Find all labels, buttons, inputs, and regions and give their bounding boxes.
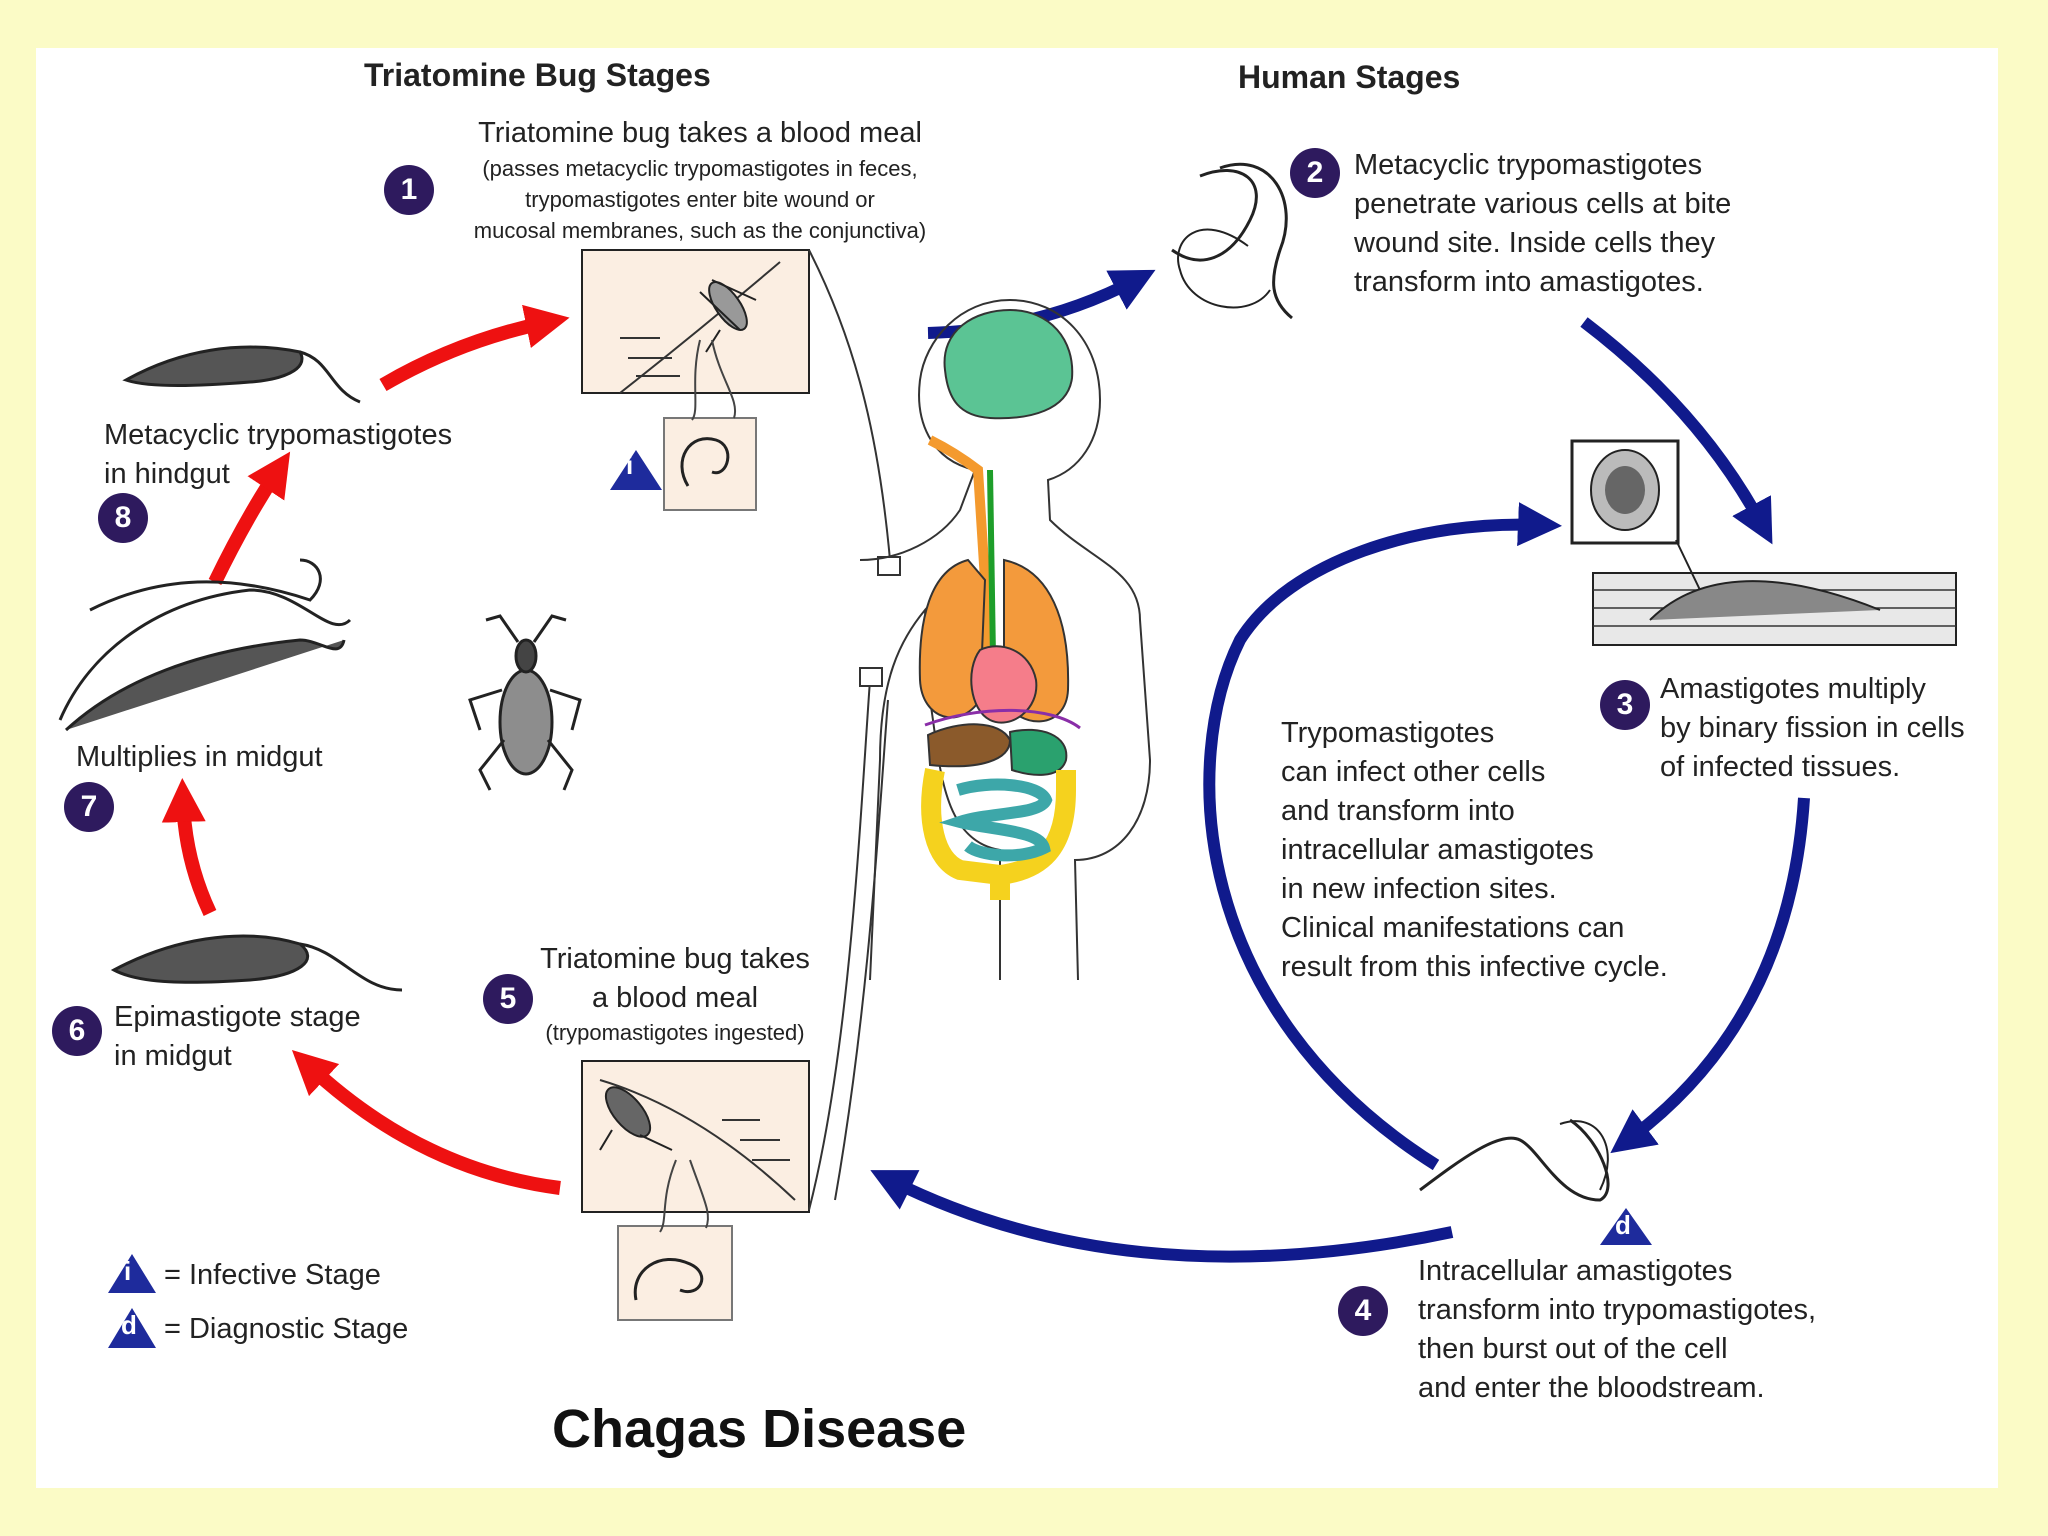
step-7-text: Multiplies in midgut xyxy=(76,741,323,773)
step-3-text: Amastigotes multiply by binary fission i… xyxy=(1660,673,1965,783)
step-5-detail: (trypomastigotes ingested) xyxy=(545,1020,805,1045)
center-infective-cycle-note: Trypomastigotes can infect other cells a… xyxy=(1281,717,1668,983)
small-intestine xyxy=(939,778,1053,862)
step-4-badge: 4 xyxy=(1338,1286,1388,1336)
triatomine-bug-icon xyxy=(468,614,582,791)
human-stages-header: Human Stages xyxy=(1238,59,1461,95)
leader-lines xyxy=(808,249,901,1211)
liver xyxy=(926,723,1012,768)
arrow-6-to-7 xyxy=(161,778,217,916)
vector-cycle-arrows xyxy=(161,304,570,1195)
legend-diagnostic-letter: d xyxy=(121,1310,137,1340)
bug-bite-inset-5 xyxy=(581,1060,810,1321)
arrow-2-to-3 xyxy=(1580,317,1773,545)
step-5-badge: 5 xyxy=(483,974,533,1024)
arrow-7-to-8 xyxy=(208,451,291,586)
trypomastigote-stage-4 xyxy=(1419,1118,1610,1202)
step-4-text: Intracellular amastigotes transform into… xyxy=(1418,1255,1817,1404)
legend-infective-label: = Infective Stage xyxy=(164,1259,381,1291)
arrow-4-to-5 xyxy=(870,1170,1454,1263)
arrow-4-loop-to-3 xyxy=(1203,502,1562,1171)
infective-marker-letter: i xyxy=(626,450,634,480)
step-5-title: Triatomine bug takes a blood meal xyxy=(540,943,810,1014)
step-7-badge: 7 xyxy=(64,782,114,832)
arrow-8-to-1 xyxy=(379,304,570,392)
diagnostic-stage-marker xyxy=(1600,1208,1652,1245)
human-cycle-arrows xyxy=(870,269,1810,1263)
trypomastigote-stage-2 xyxy=(1171,162,1293,320)
bug-bite-inset-1 xyxy=(581,249,810,511)
step-3-badge: 3 xyxy=(1600,680,1650,730)
stomach xyxy=(1008,728,1068,776)
diagnostic-marker-letter: d xyxy=(1615,1210,1631,1240)
step-1-badge: 1 xyxy=(384,165,434,215)
epimastigote-stage-6 xyxy=(110,934,403,992)
heart xyxy=(970,645,1038,724)
amastigote-cell-stage-3 xyxy=(1570,439,1957,646)
arrow-3-to-4 xyxy=(1610,797,1810,1154)
legend-markers xyxy=(108,1254,156,1348)
diagram-title: Chagas Disease xyxy=(552,1399,967,1459)
brain xyxy=(943,308,1074,420)
step-1-title: Triatomine bug takes a blood meal xyxy=(478,117,922,149)
infective-stage-marker xyxy=(610,450,662,490)
step-1-detail: (passes metacyclic trypomastigotes in fe… xyxy=(473,156,927,243)
esophagus xyxy=(927,435,995,701)
step-6-badge: 6 xyxy=(52,1006,102,1056)
legend-infective-letter: i xyxy=(124,1256,132,1286)
large-intestine xyxy=(921,768,1076,900)
step-2-badge: 2 xyxy=(1290,148,1340,198)
bug-stages-header: Triatomine Bug Stages xyxy=(364,57,711,93)
arrow-5-to-6 xyxy=(291,1049,561,1195)
human-body-illustration xyxy=(859,298,1152,981)
step-8-badge: 8 xyxy=(98,493,148,543)
step-6-text: Epimastigote stage in midgut xyxy=(114,1001,361,1072)
step-2-text: Metacyclic trypomastigotes penetrate var… xyxy=(1354,149,1732,298)
trypomastigote-stage-8 xyxy=(122,345,361,404)
legend-diagnostic-label: = Diagnostic Stage xyxy=(164,1313,409,1345)
epimastigotes-stage-7 xyxy=(58,558,352,732)
step-8-text: Metacyclic trypomastigotes in hindgut xyxy=(104,419,453,490)
